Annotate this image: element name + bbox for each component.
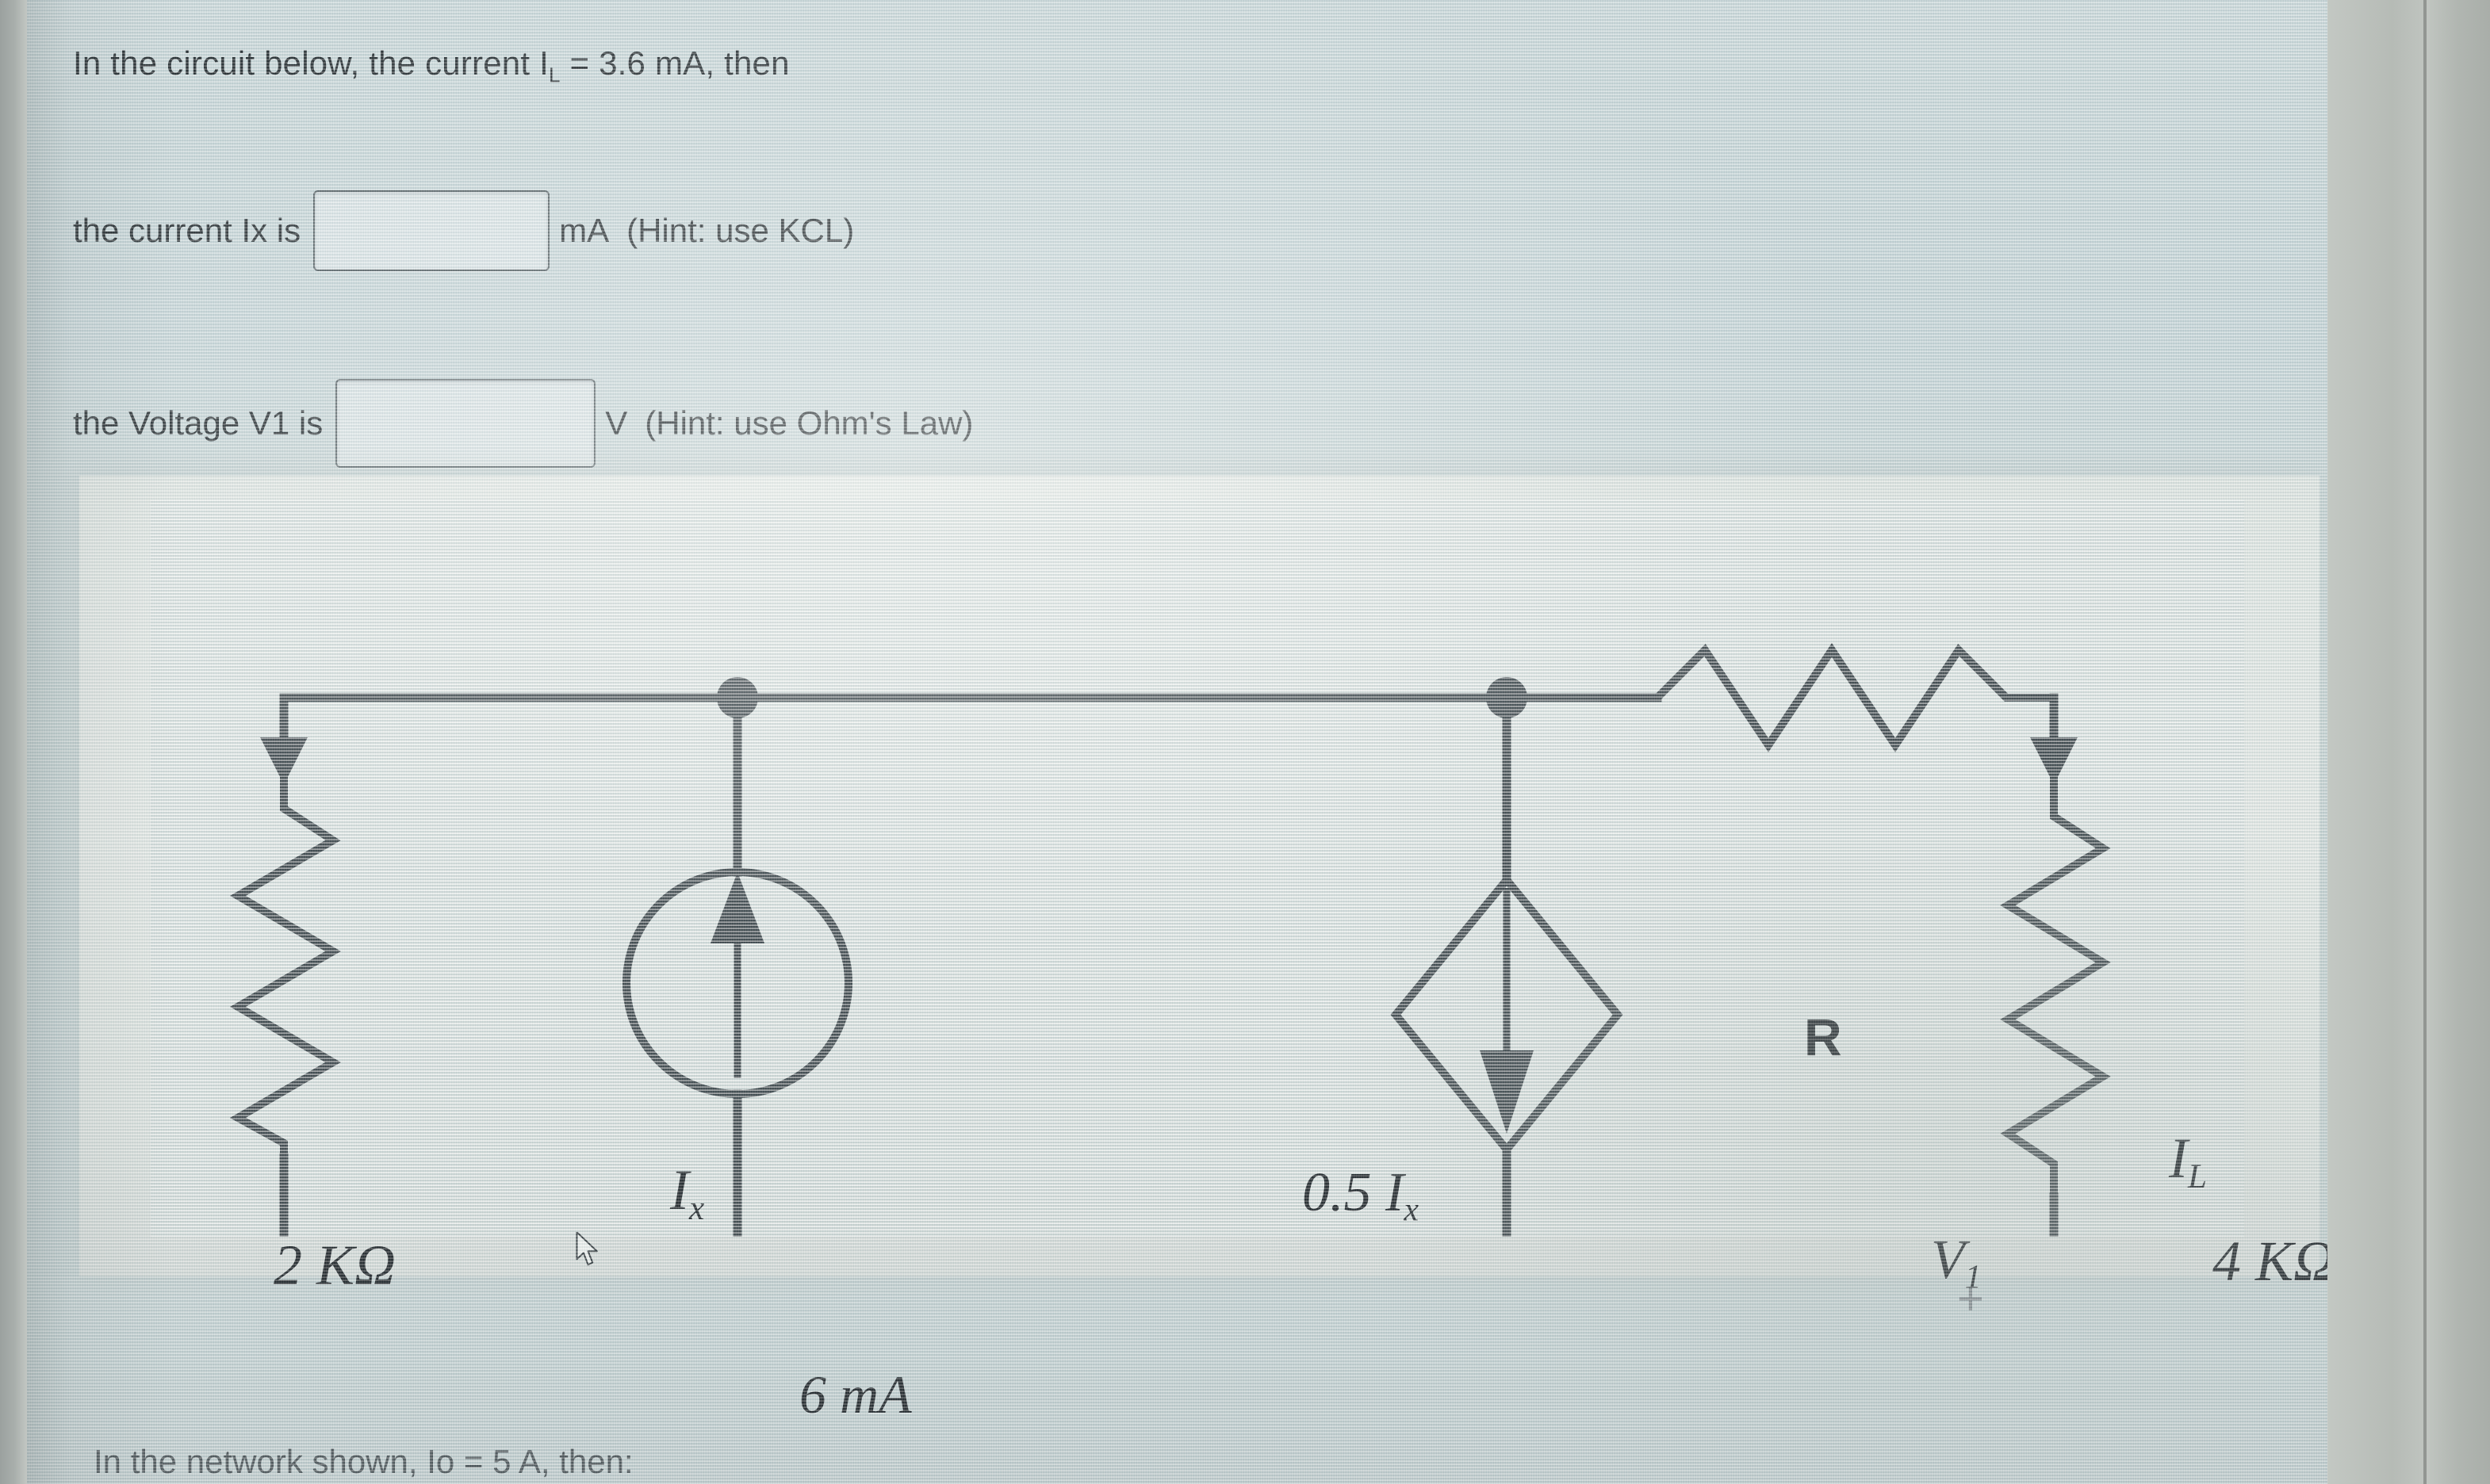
label-resistor-4k: 4 KΩ	[2212, 1230, 2335, 1293]
v1-base: V	[1931, 1230, 1965, 1291]
circuit-figure-canvas: 2 KΩ Ix 6 mA 0.5 Ix R IL V1 4 KΩ + −	[151, 499, 2335, 1425]
node-dot-top-dependent	[1486, 677, 1527, 718]
prompt-subscript: L	[548, 63, 561, 87]
il-base: I	[2169, 1126, 2188, 1190]
monitor-bezel-right	[2327, 0, 2490, 1484]
il-subscript: L	[2187, 1157, 2208, 1195]
label-current-ix: the current Ix is	[73, 212, 301, 249]
label-dependent-source: 0.5 Ix	[1302, 1161, 1419, 1230]
mouse-pointer-cursor	[576, 1232, 598, 1266]
label-resistor-R: R	[1804, 1008, 1842, 1066]
answer-row-voltage-v1: the Voltage V1 is V (Hint: use Ohm's Law…	[73, 379, 973, 468]
label-source-6ma: 6 mA	[799, 1364, 912, 1425]
resistor-4k-zigzag	[2000, 737, 2111, 1197]
prompt-suffix: = 3.6 mA, then	[560, 44, 790, 82]
polarity-plus-sign: +	[1957, 1273, 1984, 1325]
ix-base: I	[670, 1158, 689, 1222]
dep-base: 0.5 I	[1302, 1162, 1404, 1223]
label-resistor-2k: 2 KΩ	[274, 1233, 396, 1297]
unit-ma: mA	[559, 212, 610, 249]
current-source-6ma-arrowhead	[711, 872, 764, 943]
node-dot-top-middle	[717, 677, 758, 718]
ix-subscript: x	[688, 1189, 705, 1227]
next-question-text: In the network shown, Io = 5 A, then:	[94, 1443, 634, 1480]
monitor-bezel-seam	[2423, 0, 2427, 1484]
hint-kcl: (Hint: use KCL)	[626, 212, 855, 249]
current-ix-input[interactable]	[313, 190, 550, 271]
dependent-source-arrowhead	[1480, 1050, 1534, 1134]
voltage-v1-input[interactable]	[335, 379, 596, 468]
resistor-R-zigzag	[1654, 642, 2054, 753]
resistor-2k-zigzag	[229, 737, 341, 1157]
label-voltage-v1-symbol: V1	[1931, 1229, 1982, 1297]
monitor-bezel-left	[0, 0, 27, 1484]
hint-ohms-law: (Hint: use Ohm's Law)	[645, 404, 974, 442]
question-prompt: In the circuit below, the current IL = 3…	[73, 44, 790, 87]
current-ix-arrow	[260, 737, 308, 785]
label-voltage-v1: the Voltage V1 is	[73, 404, 324, 442]
dep-subscript: x	[1404, 1191, 1419, 1229]
unit-volt: V	[605, 404, 628, 442]
label-current-il-symbol: IL	[2169, 1126, 2207, 1196]
prompt-prefix: In the circuit below, the current I	[73, 44, 549, 82]
circuit-figure-panel: 2 KΩ Ix 6 mA 0.5 Ix R IL V1 4 KΩ + −	[79, 476, 2335, 1425]
answer-row-current-ix: the current Ix is mA (Hint: use KCL)	[73, 190, 854, 271]
v1-subscript: 1	[1964, 1259, 1982, 1296]
circuit-diagram-svg	[229, 642, 2111, 1237]
label-current-ix-symbol: Ix	[670, 1157, 704, 1228]
